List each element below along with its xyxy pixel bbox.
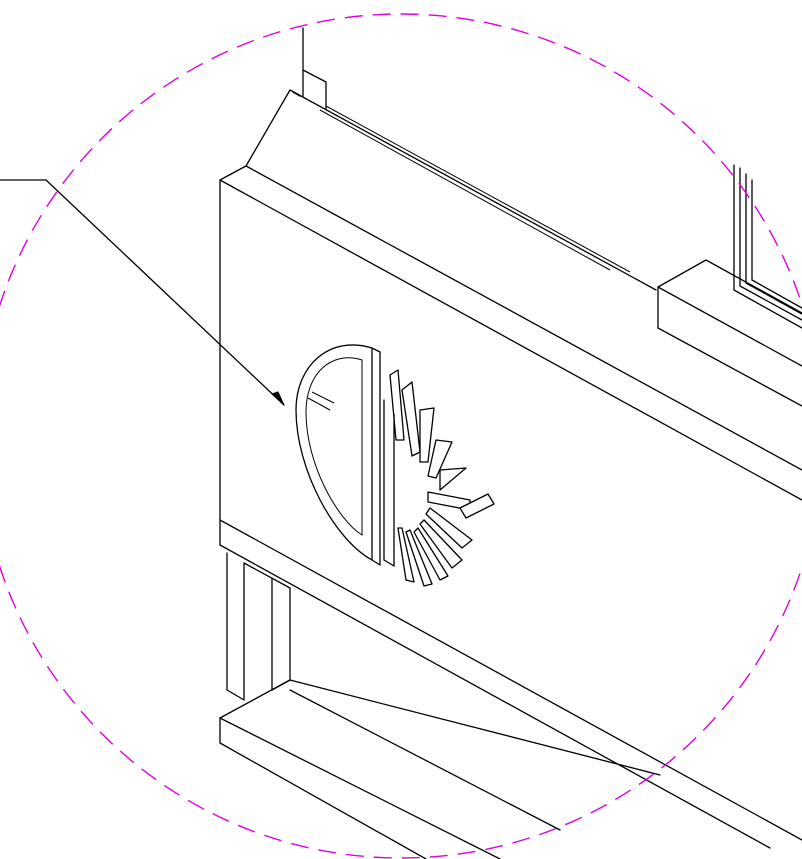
top-left-post [302,27,327,111]
leader-line [0,179,285,406]
detail-circle [0,13,802,859]
lower-shelf [219,679,661,859]
panel-top-bevel [245,89,657,291]
side-block [657,259,802,407]
lower-post [226,552,291,701]
front-panel [219,165,802,849]
half-sun-logo-icon [295,344,495,587]
window-frame [733,164,802,329]
